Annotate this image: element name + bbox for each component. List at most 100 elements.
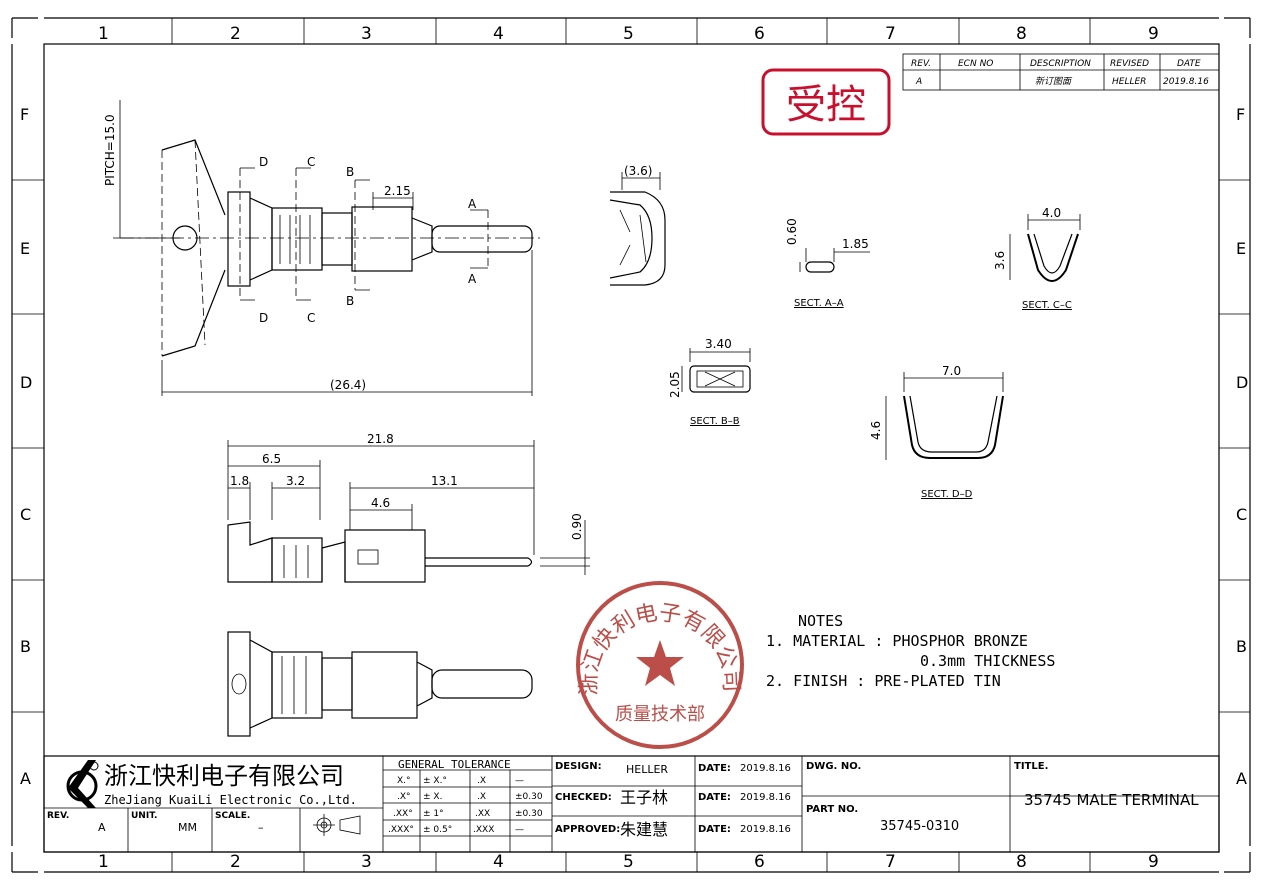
section-c-c-title: SECT. C–C <box>1022 300 1072 311</box>
company-logo <box>66 760 99 808</box>
notes-title: NOTES <box>798 612 843 630</box>
col-label: 1 <box>98 24 109 44</box>
row-label: C <box>1236 505 1247 524</box>
side-dim-4-6: 4.6 <box>371 496 390 510</box>
row-label: E <box>20 239 30 258</box>
row-label: D <box>1236 373 1248 392</box>
section-d-top: D <box>259 155 268 169</box>
row-label: A <box>20 769 31 788</box>
side-view-drawing: 21.8 6.5 1.8 3.2 13.1 4.6 0.90 <box>227 432 590 583</box>
section-c-c: 4.0 3.6 SECT. C–C <box>993 206 1081 311</box>
col-label: 8 <box>1016 852 1027 872</box>
front-view-dim: (3.6) <box>624 164 652 178</box>
rev-label: REV. <box>47 811 69 821</box>
side-dim-1-8: 1.8 <box>230 474 249 488</box>
section-d-d-dim2: 4.6 <box>869 421 883 440</box>
section-b-b-dim2: 2.05 <box>668 371 682 398</box>
design-label: DESIGN: <box>555 761 602 772</box>
date-value: 2019.8.16 <box>1163 77 1209 87</box>
rev-header: REV. <box>911 59 931 69</box>
section-d-d-dim1: 7.0 <box>942 364 961 378</box>
dim-2-15: 2.15 <box>384 184 411 198</box>
section-c-top: C <box>307 155 315 169</box>
col-label: 6 <box>754 852 765 872</box>
col-label: 3 <box>361 24 372 44</box>
part-no-label: PART NO. <box>806 804 858 815</box>
date-label-1: DATE: <box>698 763 731 774</box>
section-c-c-dim1: 4.0 <box>1042 206 1061 220</box>
row-label: B <box>20 637 31 656</box>
tol-3-a: .XXX° <box>388 825 414 835</box>
title-block: 浙江快利电子有限公司 ZheJiang KuaiLi Electronic Co… <box>43 755 1220 853</box>
section-a-top: A <box>468 197 477 211</box>
approved-value: 朱建慧 <box>620 820 668 839</box>
tol-2-b: ± 1° <box>423 809 444 819</box>
rev-value: A <box>98 821 106 834</box>
tol-2-c: .XX <box>475 809 490 819</box>
design-value: HELLER <box>626 763 668 776</box>
date-value-1: 2019.8.16 <box>740 763 791 774</box>
col-label: 4 <box>493 24 504 44</box>
section-a-bottom: A <box>468 272 477 286</box>
unit-value: MM <box>178 821 197 834</box>
section-b-b: 3.40 2.05 SECT. B–B <box>668 337 751 427</box>
section-a-a-title: SECT. A–A <box>794 298 844 309</box>
col-label: 2 <box>230 852 241 872</box>
section-a-a-dim2: 1.85 <box>842 237 869 251</box>
front-view-drawing: (3.6) <box>609 164 666 286</box>
tol-3-b: ± 0.5° <box>423 825 452 835</box>
pitch-label: PITCH=15.0 <box>103 114 117 186</box>
side-dim-21-8: 21.8 <box>367 432 394 446</box>
tol-1-a: .X° <box>397 792 411 802</box>
section-b-b-title: SECT. B–B <box>690 416 740 427</box>
row-label: F <box>1236 105 1245 124</box>
row-label: A <box>1236 769 1247 788</box>
company-name-cn: 浙江快利电子有限公司 <box>104 762 344 790</box>
section-b-bottom: B <box>346 294 354 308</box>
notes-line-1: 1. MATERIAL : PHOSPHOR BRONZE <box>766 632 1028 650</box>
tol-1-c: .X <box>477 792 486 802</box>
checked-value: 王子林 <box>620 788 668 807</box>
top-view-drawing: PITCH=15.0 (26.4) 2.15 D D C C B B A A <box>103 100 540 396</box>
section-d-bottom: D <box>259 311 268 325</box>
revised-value: HELLER <box>1112 77 1146 87</box>
date-value-3: 2019.8.16 <box>740 824 791 835</box>
section-d-d-title: SECT. D–D <box>921 489 973 500</box>
col-label: 4 <box>493 852 504 872</box>
col-label: 1 <box>98 852 109 872</box>
tol-2-a: .XX° <box>393 809 413 819</box>
notes-line-3: 2. FINISH : PRE-PLATED TIN <box>766 672 1001 690</box>
tol-1-b: ± X. <box>423 792 442 802</box>
col-label: 6 <box>754 24 765 44</box>
date-value-2: 2019.8.16 <box>740 792 791 803</box>
revision-table: REV. ECN NO DESCRIPTION REVISED DATE A 新… <box>902 53 1220 91</box>
section-d-d: 7.0 4.6 SECT. D–D <box>869 364 1004 500</box>
section-b-top: B <box>346 165 354 179</box>
unit-label: UNIT. <box>131 811 157 821</box>
company-seal: 浙江快利电子有限公司 质量技术部 <box>576 581 744 749</box>
rev-value: A <box>915 77 922 87</box>
col-label: 7 <box>885 24 896 44</box>
title-value: 35745 MALE TERMINAL <box>1024 791 1199 809</box>
tol-0-a: X.° <box>397 776 411 786</box>
col-label: 5 <box>623 852 634 872</box>
scale-label: SCALE. <box>215 811 250 821</box>
approved-label: APPROVED: <box>555 824 620 835</box>
col-label: 5 <box>623 24 634 44</box>
description-header: DESCRIPTION <box>1030 59 1091 69</box>
side-dim-0-90: 0.90 <box>570 513 584 540</box>
date-label-2: DATE: <box>698 792 731 803</box>
col-label: 9 <box>1148 852 1159 872</box>
col-label: 7 <box>885 852 896 872</box>
date-label-3: DATE: <box>698 824 731 835</box>
col-label: 9 <box>1148 24 1159 44</box>
projection-symbol <box>313 814 361 836</box>
tolerance-title: GENERAL TOLERANCE <box>398 758 511 771</box>
part-no-value: 35745-0310 <box>880 819 959 834</box>
tol-1-d: ±0.30 <box>515 792 543 802</box>
row-label: B <box>1236 637 1247 656</box>
row-labels: F E D C B A F E D C B A <box>20 105 1248 788</box>
tol-3-d: — <box>515 825 524 835</box>
row-label: C <box>20 505 31 524</box>
